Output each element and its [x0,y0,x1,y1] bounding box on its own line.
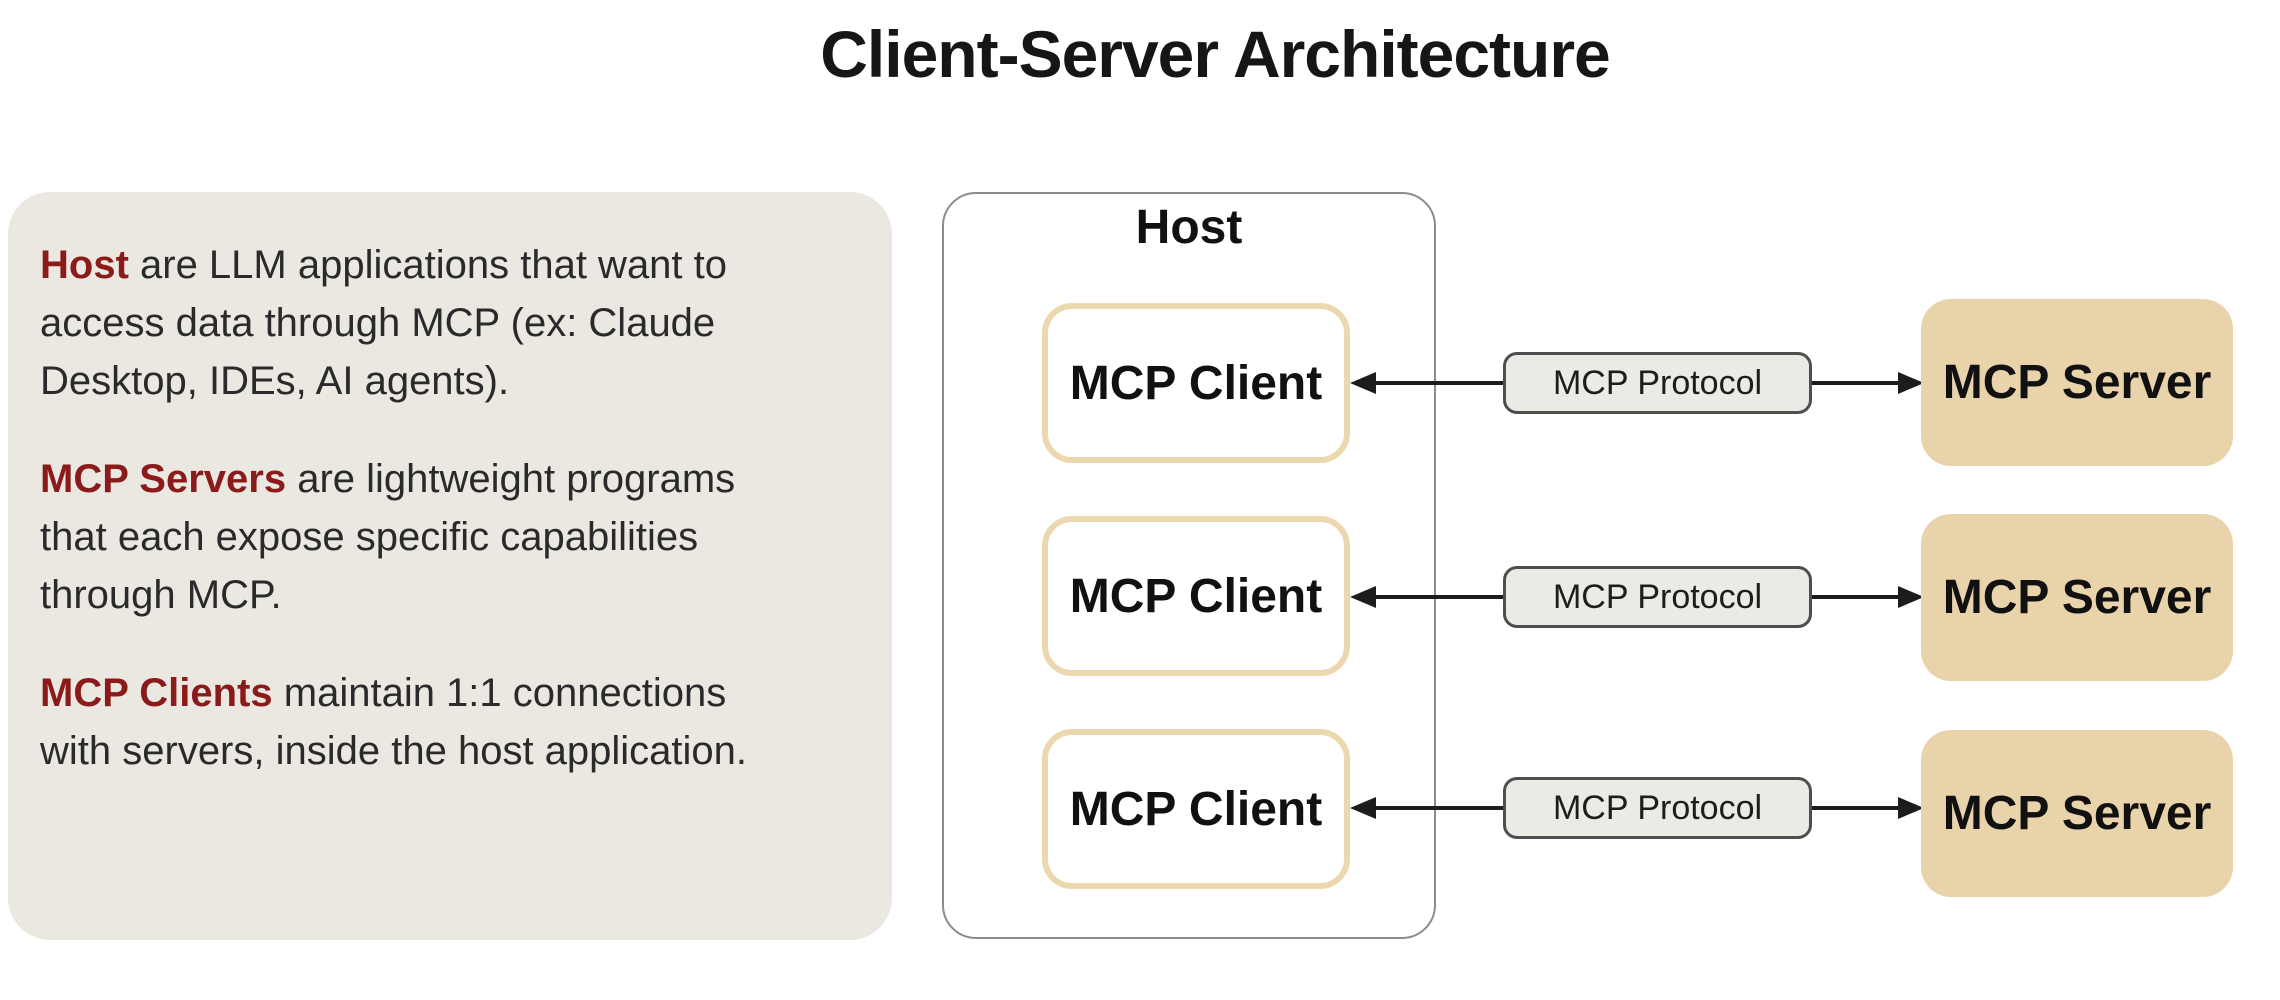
paragraph-text-servers: are lightweight programs that each expos… [40,457,736,617]
mcp-server-box-2: MCP Server [1921,514,2233,681]
page-title: Client-Server Architecture [820,17,1611,91]
mcp-client-box-1: MCP Client [1042,303,1350,463]
host-label: Host [1135,201,1243,254]
mcp-protocol-label-2: MCP Protocol [1503,566,1812,628]
mcp-client-box-2: MCP Client [1042,516,1350,676]
paragraph-text-clients: maintain 1:1 connections with servers, i… [40,671,748,773]
connector-line [1372,595,1503,599]
connector-line [1812,806,1902,810]
info-panel: Host are LLM applications that want to a… [8,192,892,940]
arrow-right-icon [1898,797,1924,819]
connector-line [1812,381,1902,385]
arrow-left-icon [1350,372,1376,394]
arrow-right-icon [1898,586,1924,608]
paragraph-text-host: are LLM applications that want to access… [40,243,728,403]
mcp-protocol-label-3: MCP Protocol [1503,777,1812,839]
info-paragraph-servers: MCP Servers are lightweight programs tha… [40,450,782,624]
connector-line [1372,381,1503,385]
arrow-right-icon [1898,372,1924,394]
info-paragraph-clients: MCP Clients maintain 1:1 connections wit… [40,664,782,780]
arrow-left-icon [1350,797,1376,819]
mcp-server-box-1: MCP Server [1921,299,2233,466]
paragraph-lead-servers: MCP Servers [40,457,287,501]
mcp-protocol-label-1: MCP Protocol [1503,352,1812,414]
info-paragraph-host: Host are LLM applications that want to a… [40,236,782,410]
arrow-left-icon [1350,586,1376,608]
paragraph-lead-host: Host [40,243,129,287]
connector-line [1812,595,1902,599]
mcp-server-box-3: MCP Server [1921,730,2233,897]
paragraph-lead-clients: MCP Clients [40,671,273,715]
mcp-client-box-3: MCP Client [1042,729,1350,889]
connector-line [1372,806,1503,810]
